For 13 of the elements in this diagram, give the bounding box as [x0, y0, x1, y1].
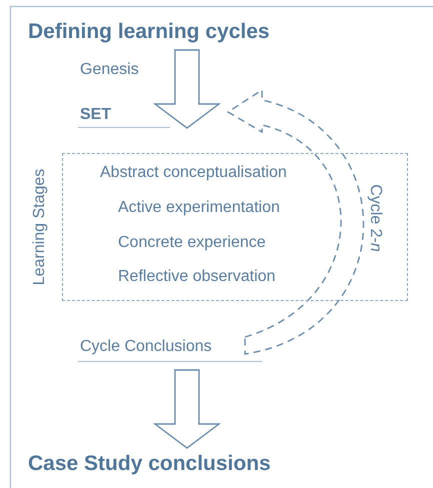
block-arrow: [152, 49, 222, 129]
block-arrow: [152, 369, 222, 449]
underlined-label: SET: [78, 104, 170, 128]
stage-label: Active experimentation: [118, 198, 280, 218]
stage-label: Reflective observation: [118, 267, 276, 287]
axis-label: Learning Stages: [30, 168, 49, 286]
label: Genesis: [80, 60, 139, 80]
diagram-title: Defining learning cycles: [28, 20, 270, 44]
underlined-label: Cycle Conclusions: [78, 334, 262, 362]
stage-label: Concrete experience: [118, 233, 266, 253]
stage-label: Abstract conceptualisation: [100, 163, 287, 183]
heading: Case Study conclusions: [28, 454, 271, 474]
edge-label: Cycle 2-n: [365, 182, 385, 254]
